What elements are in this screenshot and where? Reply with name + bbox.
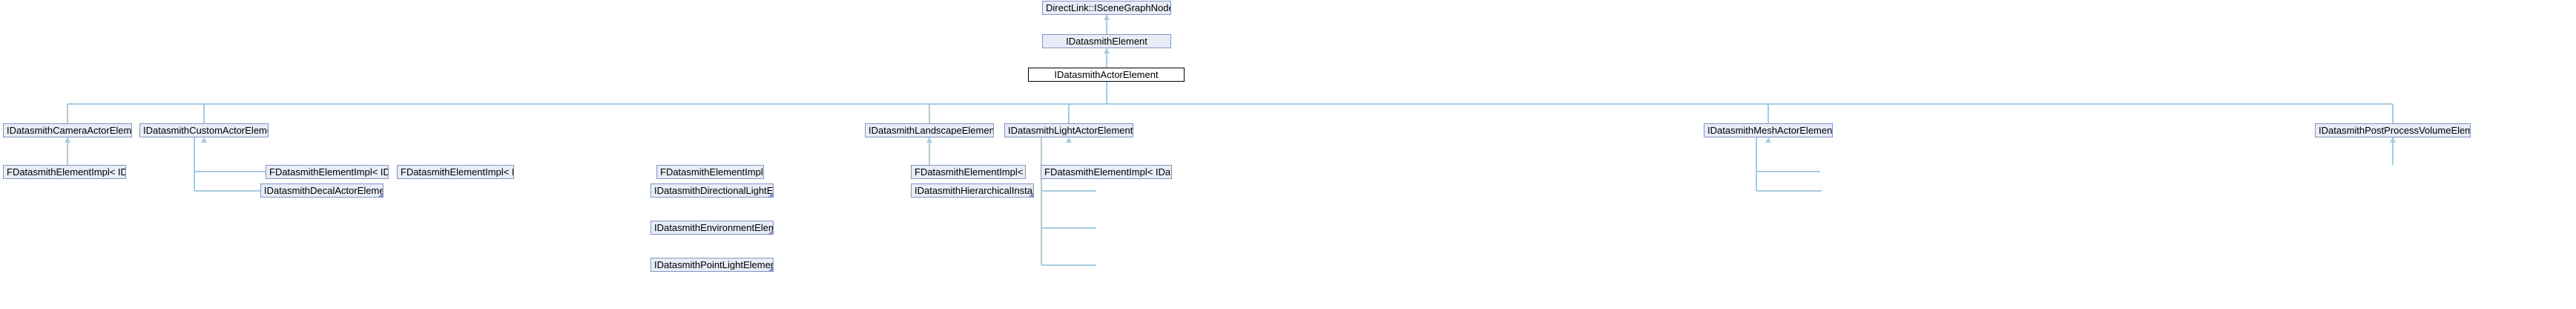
class-node-environmentelement[interactable]: IDatasmithEnvironmentElement (650, 221, 774, 235)
class-node-label: IDatasmithLightActorElement (1008, 126, 1133, 135)
class-node-customactorelement[interactable]: IDatasmithCustomActorElement (139, 123, 269, 137)
class-node-idatasmithelement[interactable]: IDatasmithElement (1042, 34, 1171, 48)
class-node-label: FDatasmithElementImpl< IDatasmithMeshAct… (915, 167, 1025, 177)
class-node-label: IDatasmithPostProcessVolumeElement (2319, 126, 2470, 135)
class-node-directionallightelement[interactable]: IDatasmithDirectionalLightElement (650, 183, 774, 198)
class-node-label: IDatasmithLandscapeElement (869, 126, 993, 135)
class-node-meshactorelement[interactable]: IDatasmithMeshActorElement (1704, 123, 1833, 137)
class-node-landscapeelement[interactable]: IDatasmithLandscapeElement (865, 123, 994, 137)
class-node-impl-landscapeelement[interactable]: FDatasmithElementImpl< IDatasmithLandsca… (397, 165, 514, 179)
class-node-label: IDatasmithCustomActorElement (143, 126, 268, 135)
class-node-impl-lightactorelement[interactable]: FDatasmithElementImpl< IDatasmithLightAc… (656, 165, 764, 179)
class-node-label: FDatasmithElementImpl< IDatasmithPostPro… (1044, 167, 1171, 177)
class-node-impl-cameraactorelement[interactable]: FDatasmithElementImpl< IDatasmithCameraA… (3, 165, 126, 179)
class-node-impl-meshactorelement[interactable]: FDatasmithElementImpl< IDatasmithMeshAct… (911, 165, 1026, 179)
class-node-impl-postprocessvolumeelement[interactable]: FDatasmithElementImpl< IDatasmithPostPro… (1041, 165, 1172, 179)
class-node-label: IDatasmithDirectionalLightElement (654, 186, 773, 195)
class-node-label: IDatasmithDecalActorElement (264, 186, 383, 195)
class-node-label: IDatasmithHierarchicalInstancedStaticMes… (915, 186, 1033, 195)
class-node-label: FDatasmithElementImpl< IDatasmithLightAc… (660, 167, 763, 177)
class-node-label: FDatasmithElementImpl< IDatasmithLandsca… (401, 167, 513, 177)
class-node-postprocessvolumeelement[interactable]: IDatasmithPostProcessVolumeElement (2315, 123, 2471, 137)
class-node-lightactorelement[interactable]: IDatasmithLightActorElement (1004, 123, 1133, 137)
class-node-label: IDatasmithEnvironmentElement (654, 223, 773, 232)
class-node-label: IDatasmithActorElement (1054, 70, 1159, 79)
class-node-label: DirectLink::ISceneGraphNode (1046, 3, 1170, 13)
class-node-impl-customactorelement[interactable]: FDatasmithElementImpl< IDatasmithCustomA… (266, 165, 389, 179)
class-node-cameraactorelement[interactable]: IDatasmithCameraActorElement (3, 123, 132, 137)
class-node-pointlightelement[interactable]: IDatasmithPointLightElement (650, 258, 774, 272)
class-node-scenegraphnode[interactable]: DirectLink::ISceneGraphNode (1042, 1, 1171, 15)
class-node-label: IDatasmithMeshActorElement (1707, 126, 1832, 135)
class-node-label: IDatasmithElement (1066, 36, 1147, 46)
class-node-idatasmithactorelement[interactable]: IDatasmithActorElement (1028, 68, 1185, 82)
class-node-label: FDatasmithElementImpl< IDatasmithCameraA… (7, 167, 125, 177)
class-node-label: FDatasmithElementImpl< IDatasmithCustomA… (269, 167, 388, 177)
class-node-hierarchicalinstancedstaticmeshactorelement[interactable]: IDatasmithHierarchicalInstancedStaticMes… (911, 183, 1034, 198)
class-node-label: IDatasmithPointLightElement (654, 260, 773, 270)
class-node-label: IDatasmithCameraActorElement (7, 126, 131, 135)
class-node-decalactorelement[interactable]: IDatasmithDecalActorElement (260, 183, 383, 198)
